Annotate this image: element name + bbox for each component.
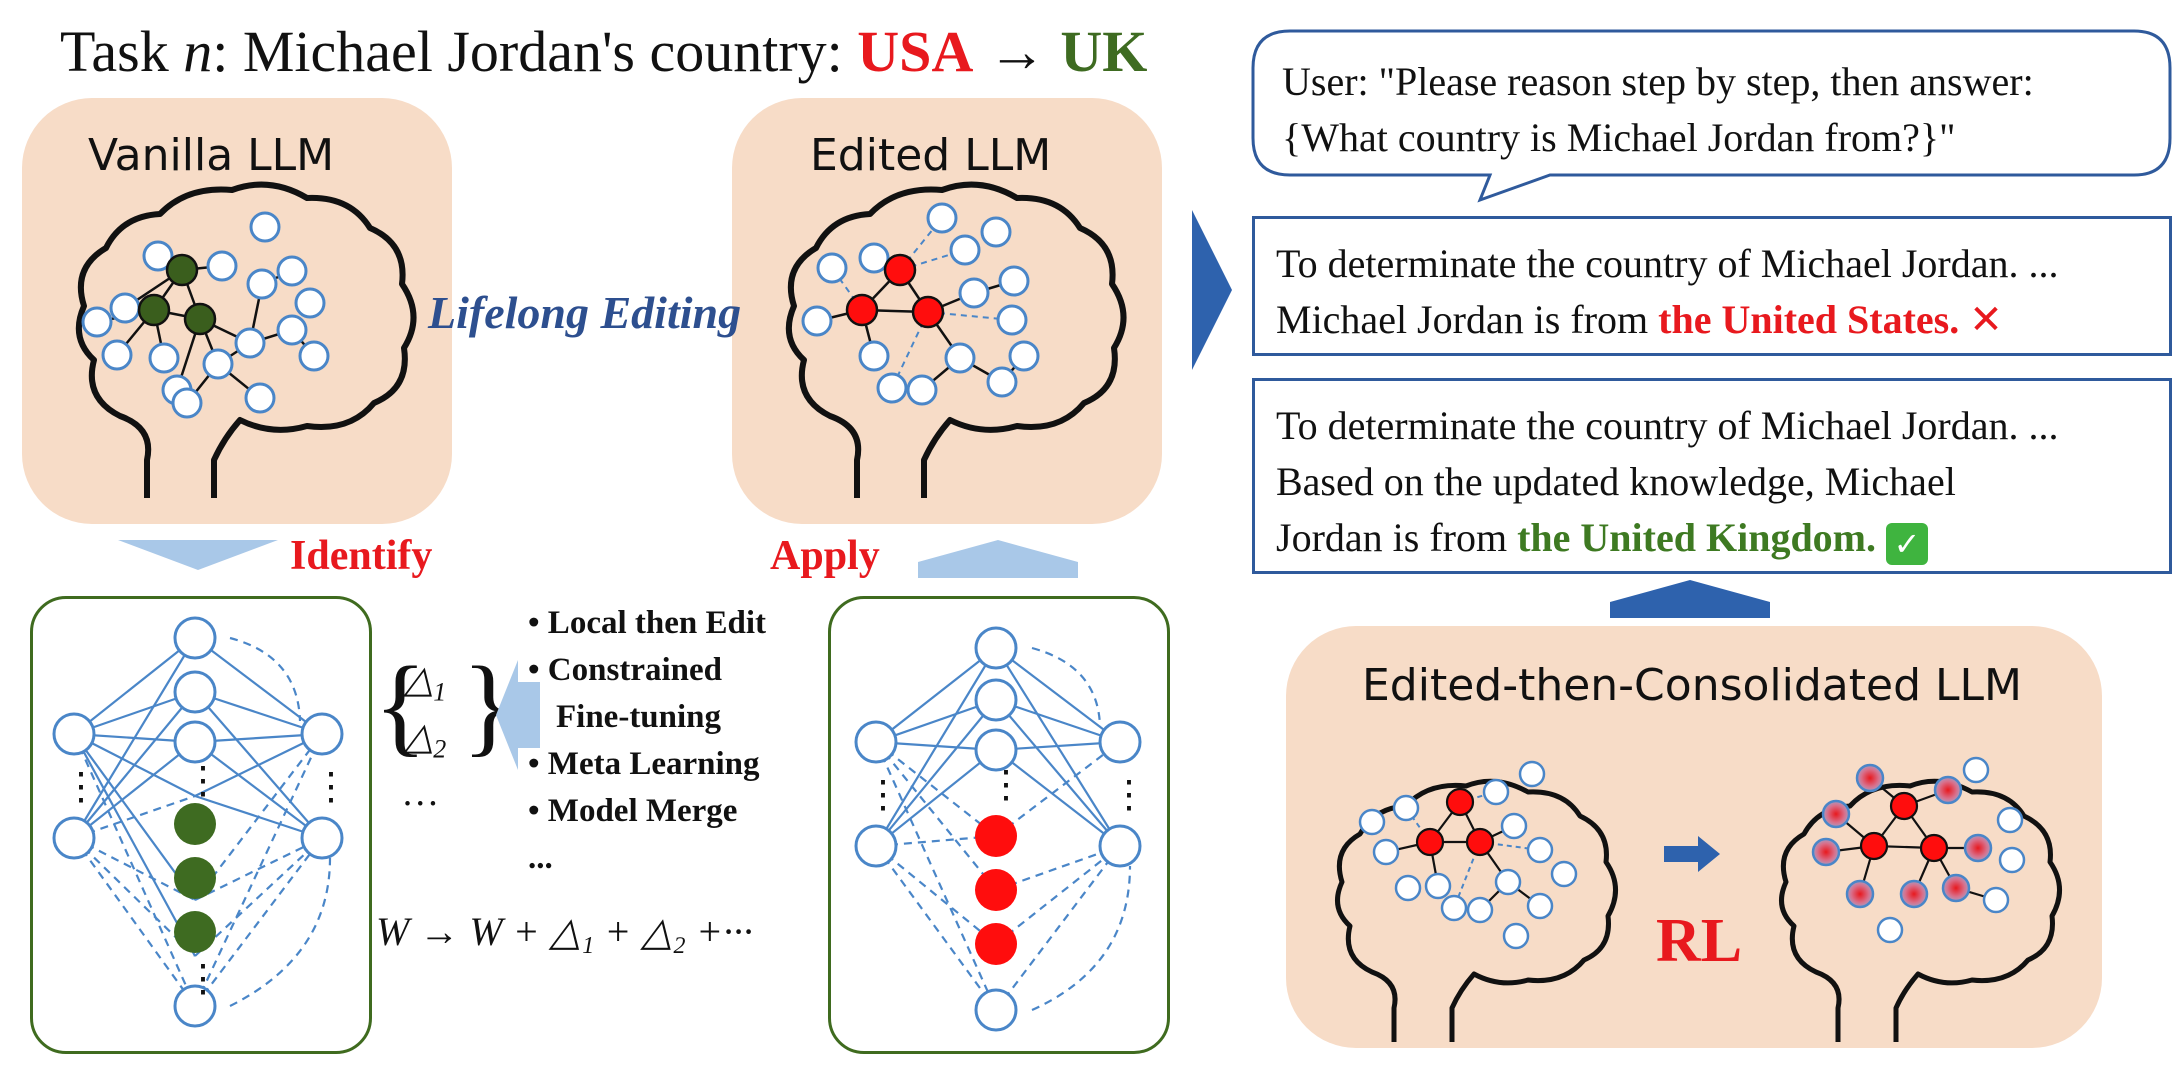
delta-more: … (404, 772, 438, 815)
response-right-box (1252, 378, 2172, 574)
task-prefix: Task (60, 19, 184, 84)
response-wrong-box (1252, 216, 2172, 356)
task-old-answer: USA (857, 19, 974, 84)
user-speech-bubble (1251, 29, 2172, 203)
response-right-line2: Based on the updated knowledge, Michael (1276, 459, 1956, 504)
method-meta-learning: • Meta Learning (528, 746, 760, 782)
task-new-answer: UK (1060, 19, 1148, 84)
consolidated-brain-after (1779, 756, 2062, 1042)
rl-label: RL (1656, 907, 1743, 975)
method-constrained: • Constrained (528, 652, 722, 688)
task-title: Task n: Michael Jordan's country: USA → … (60, 18, 1147, 85)
response-right-line3: Jordan is from the United Kingdom. ✓ (1276, 510, 2059, 566)
dots-right-input: ⋮ (864, 774, 902, 816)
apply-label: Apply (770, 533, 880, 579)
dots-left-hidden-bottom: ⋮ (184, 958, 222, 1000)
cross-icon: ✕ (1969, 297, 2003, 343)
edited-brain (785, 181, 1127, 498)
rl-arrow-icon (1664, 836, 1720, 872)
dots-left-hidden-top: ⋮ (184, 760, 222, 802)
user-prompt: User: "Please reason step by step, then … (1282, 54, 2034, 166)
method-more: ... (528, 840, 553, 876)
response-wrong-line2: Michael Jordan is from the United States… (1276, 297, 2003, 343)
delta-2: △2 (404, 715, 447, 764)
update-formula: W → W + △₁ + △₂ +··· (376, 909, 753, 954)
right-answer: the United Kingdom. (1517, 515, 1877, 560)
delta-1: △1 (404, 659, 447, 707)
method-local-then-edit: • Local then Edit (528, 605, 766, 641)
original-network (52, 616, 344, 1028)
delta-brace-left: { (374, 644, 427, 766)
response-right: To determinate the country of Michael Jo… (1276, 398, 2059, 566)
consolidate-up-arrow-icon (1610, 580, 1770, 618)
user-prompt-line1: User: "Please reason step by step, then … (1282, 59, 2034, 104)
dots-right-hidden-top: ⋮ (987, 764, 1025, 806)
response-right-line1: To determinate the country of Michael Jo… (1276, 403, 2059, 448)
user-prompt-line2: {What country is Michael Jordan from?}" (1282, 115, 1956, 160)
vanilla-brain (75, 181, 417, 498)
apply-arrow-icon (918, 540, 1078, 578)
task-arrow: → (973, 19, 1061, 84)
main-arrow-icon (1192, 210, 1232, 370)
edited-llm-panel (732, 98, 1162, 524)
task-n: n (183, 19, 213, 84)
consolidated-llm-title: Edited-then-Consolidated LLM (1362, 660, 2022, 711)
edited-network (854, 626, 1142, 1032)
delta-list: △1 △2 … (404, 658, 446, 815)
dots-left-output: ⋮ (312, 766, 350, 808)
method-model-merge: • Model Merge (528, 793, 738, 829)
identify-label: Identify (290, 533, 433, 579)
check-icon: ✓ (1886, 523, 1929, 565)
response-wrong-line1: To determinate the country of Michael Jo… (1276, 241, 2059, 286)
task-rest: : Michael Jordan's country: (212, 19, 858, 84)
consolidated-brain-before (1335, 760, 1618, 1042)
response-wrong: To determinate the country of Michael Jo… (1276, 236, 2059, 348)
edited-llm-title: Edited LLM (810, 130, 1052, 181)
delta-arrow-icon (496, 660, 540, 770)
wrong-answer: the United States. (1658, 297, 1960, 342)
lifelong-editing-label: Lifelong Editing (428, 287, 742, 338)
identify-arrow-icon (118, 540, 278, 570)
method-fine-tuning: Fine-tuning (556, 699, 722, 735)
vanilla-llm-title: Vanilla LLM (88, 130, 335, 181)
dots-left-input: ⋮ (62, 766, 100, 808)
dots-right-output: ⋮ (1110, 774, 1148, 816)
